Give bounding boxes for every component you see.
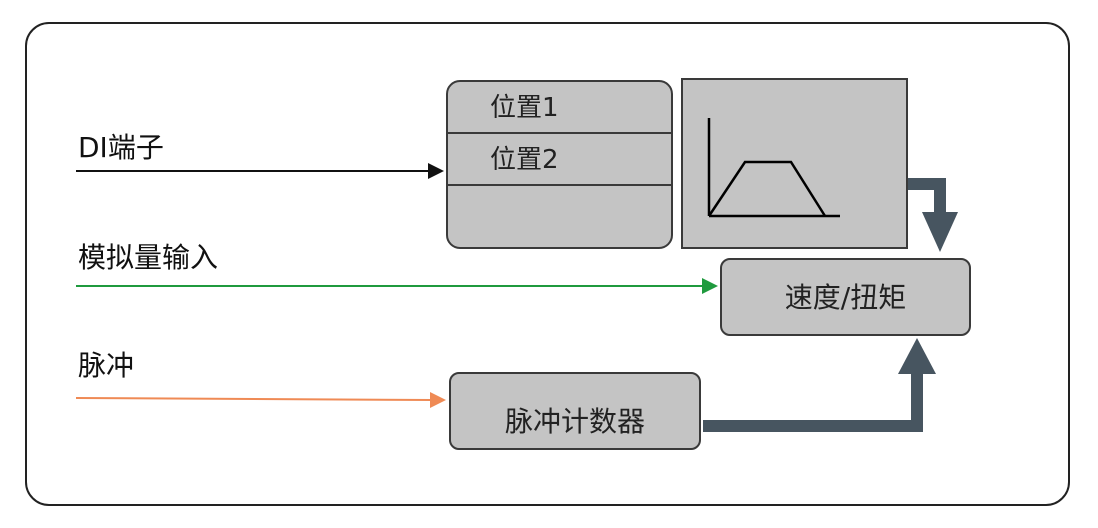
memory-slot-position-1: 位置1 <box>448 82 671 134</box>
counter-to-target-thick-line <box>703 372 923 432</box>
di-terminal-label: DI端子 <box>78 131 164 164</box>
trapezoid-profile-icon <box>707 118 840 218</box>
pulse-input-label: 脉冲 <box>78 349 135 382</box>
di-arrowhead <box>428 163 444 179</box>
memory-slot-position-2: 位置2 <box>448 134 671 186</box>
analog-input-label: 模拟量输入 <box>78 241 219 274</box>
pulse-arrowhead <box>430 392 446 408</box>
pulse-connector-line <box>75 397 433 401</box>
analog-arrowhead <box>702 278 718 294</box>
speed-torque-box: 速度/扭矩 <box>720 258 971 336</box>
profile-to-target-thick-line <box>908 178 946 212</box>
pulse-counter-box: 脉冲计数器 <box>449 372 701 450</box>
counter-to-target-arrowhead <box>898 338 936 374</box>
profile-trapezoid-line <box>707 160 827 217</box>
position-memory-box: 位置1 位置2 <box>446 80 673 249</box>
profile-to-target-arrowhead <box>922 212 958 252</box>
motion-profile-box <box>681 78 908 249</box>
